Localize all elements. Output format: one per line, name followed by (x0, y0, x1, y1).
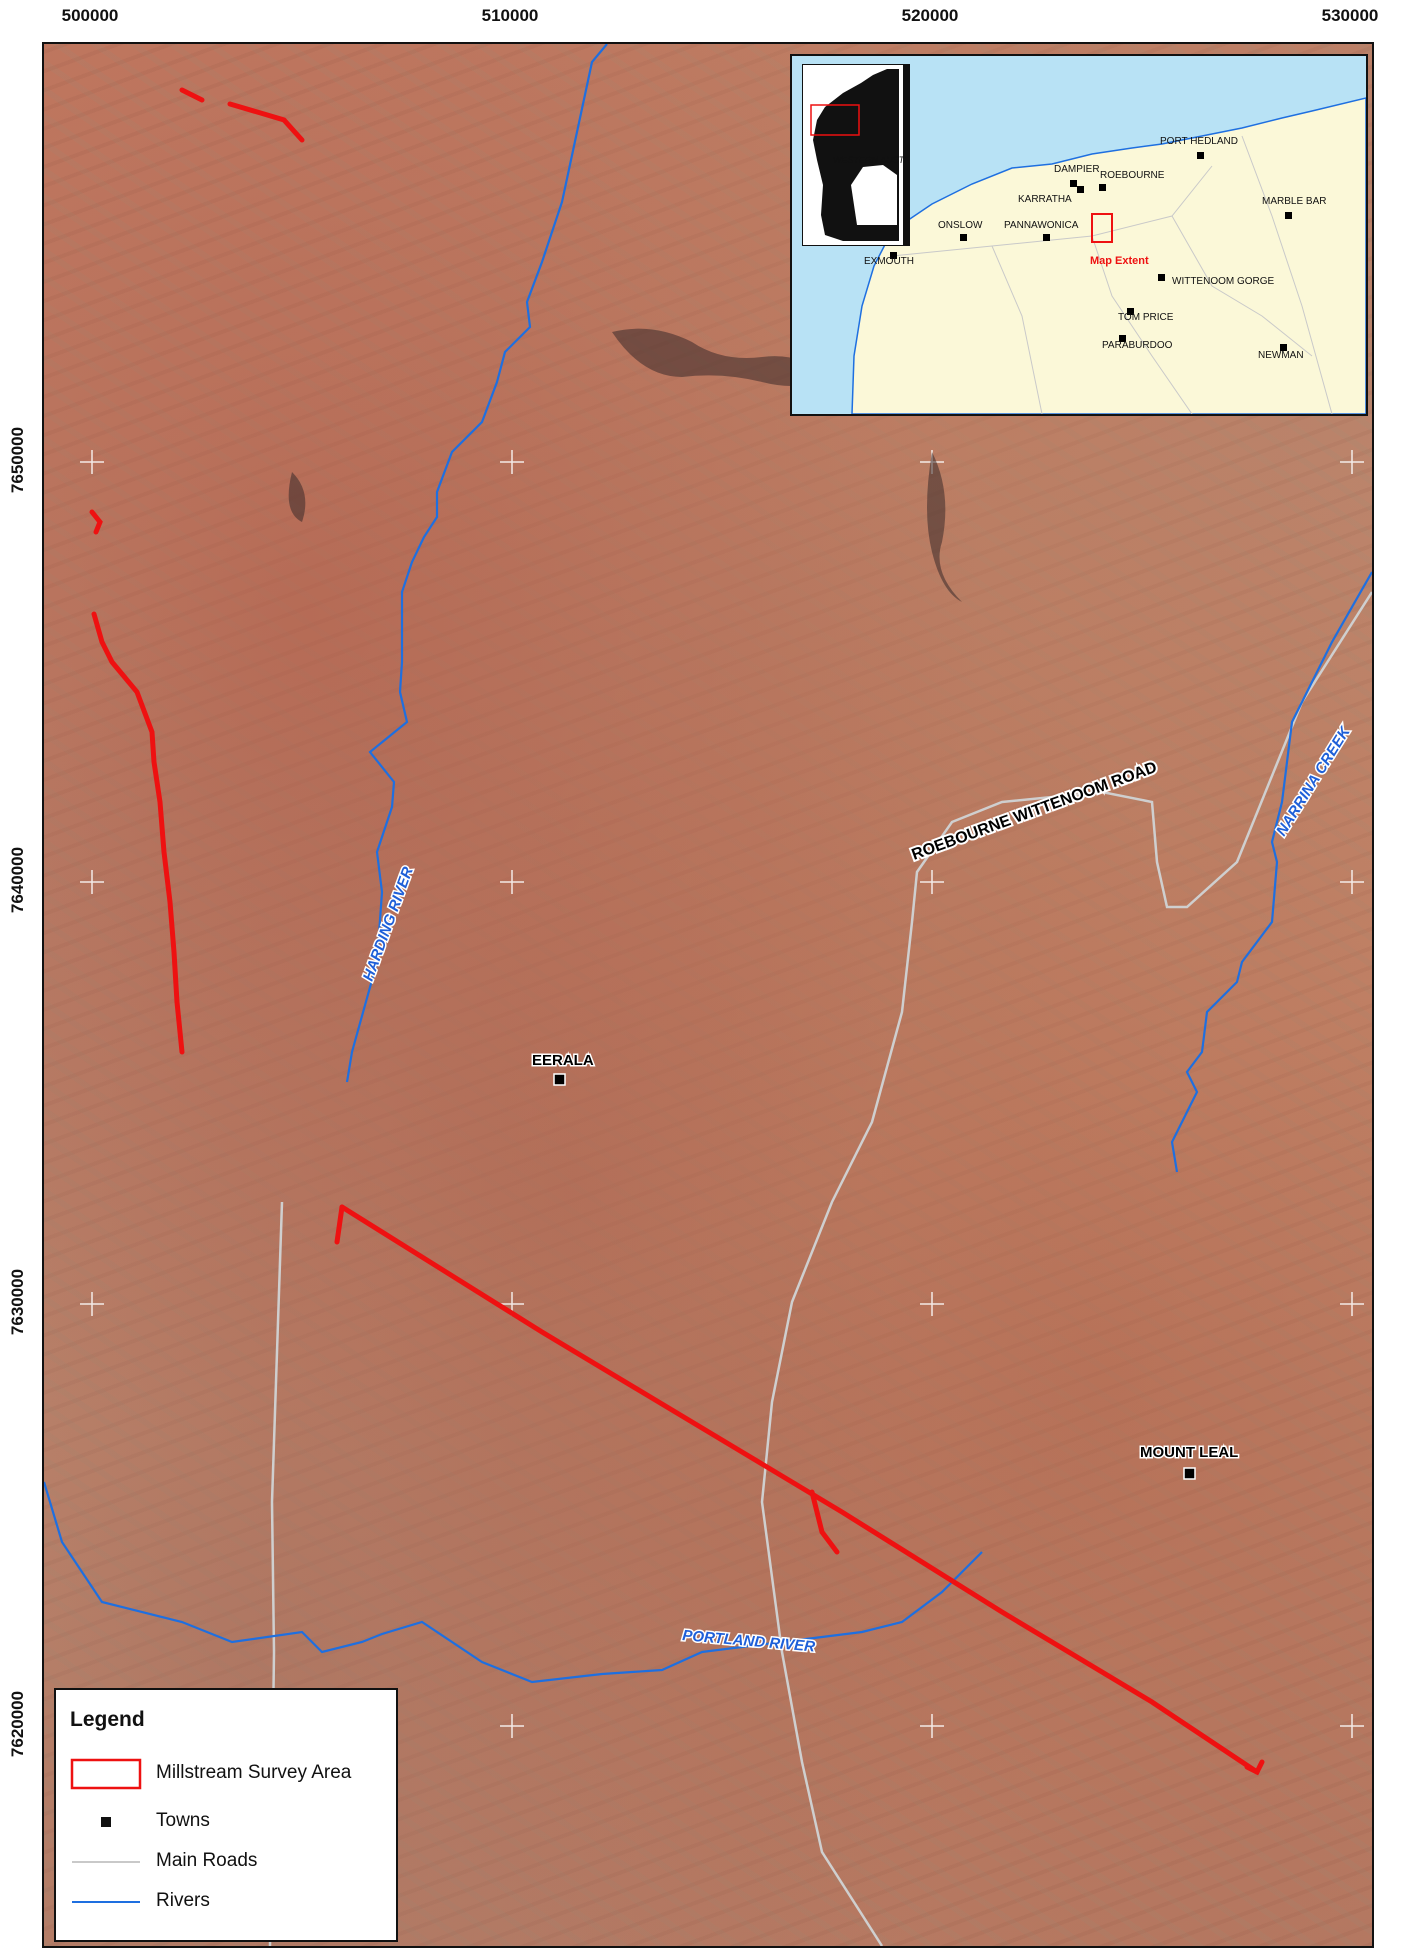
town-label-eerala: EERALA (532, 1052, 594, 1069)
road-label: ROEBOURNE WITTENOOM ROAD (910, 759, 1160, 864)
towns: EERALA MOUNT LEAL (531, 1051, 1240, 1480)
western-australia-locator: WESTERN AUSTRALIA (802, 64, 930, 246)
inset-town-label: MARBLE BAR (1262, 196, 1326, 207)
narrina-creek-line (1170, 571, 1372, 1173)
legend-label: Millstream Survey Area (156, 1762, 352, 1783)
survey-line-west (91, 611, 185, 1055)
harding-river-label: HARDING RIVER (360, 865, 417, 984)
x-tick-label: 520000 (901, 6, 959, 25)
inset-town-label: PANNAWONICA (1004, 220, 1079, 231)
legend-item-survey: Millstream Survey Area (56, 1758, 396, 1790)
inset-svg: Map Extent PORT HEDLAND DAMPIER ROEBOURN… (851, 97, 1366, 414)
x-tick-label: 530000 (1321, 6, 1379, 25)
legend-title: Legend (70, 1708, 145, 1731)
y-tick-label: 7620000 (8, 1690, 27, 1758)
legend-label: Main Roads (156, 1850, 258, 1871)
y-tick-label: 7650000 (8, 426, 27, 494)
inset-town-label: DAMPIER (1054, 164, 1100, 175)
inset-town-labels: PORT HEDLAND DAMPIER ROEBOURNE KARRATHA … (864, 136, 1326, 361)
x-tick-label: 510000 (481, 6, 539, 25)
survey-line-north (179, 87, 305, 143)
inset-town-markers (890, 152, 1292, 351)
legend-label: Rivers (156, 1890, 210, 1911)
inset-town-label: ONSLOW (938, 220, 983, 231)
legend-item-rivers: Rivers (56, 1886, 396, 1916)
legend: Legend Millstream Survey Area Towns Main… (54, 1688, 398, 1942)
town-label-mount-leal: MOUNT LEAL (1140, 1444, 1238, 1461)
inset-town-label: ROEBOURNE (1100, 170, 1165, 181)
inset-land (851, 97, 1366, 414)
rivers (44, 44, 1372, 1684)
wa-locator-svg: WESTERN AUSTRALIA (810, 65, 930, 245)
legend-label: Towns (156, 1810, 210, 1831)
inset-town-label: NEWMAN (1258, 350, 1304, 361)
main-roads (268, 591, 1372, 1946)
wa-extent-box (810, 104, 860, 136)
town-marker-eerala (553, 1073, 566, 1086)
wa-label: WESTERN AUSTRALIA (833, 155, 909, 165)
survey-area-swatch (70, 1758, 142, 1790)
inset-town-label: TOM PRICE (1118, 312, 1174, 323)
town-swatch (101, 1817, 111, 1827)
legend-item-roads: Main Roads (56, 1846, 396, 1876)
map-extent-label: Map Extent (1090, 255, 1149, 267)
inset-map: Map Extent PORT HEDLAND DAMPIER ROEBOURN… (790, 54, 1368, 416)
survey-line-main (339, 1204, 1260, 1775)
inset-town-label: WITTENOOM GORGE (1172, 276, 1275, 287)
town-marker-mount-leal (1183, 1467, 1196, 1480)
legend-item-towns: Towns (56, 1806, 396, 1836)
harding-river-line (345, 44, 608, 1083)
y-tick-label: 7640000 (8, 846, 27, 914)
dark-terrain (288, 328, 962, 602)
survey-lines (89, 87, 1265, 1776)
inset-town-label: KARRATHA (1018, 194, 1072, 205)
portland-river-line (44, 1481, 983, 1684)
inset-extent-box (1091, 213, 1113, 243)
inset-town-label: EXMOUTH (864, 256, 914, 267)
river-swatch (72, 1901, 140, 1903)
inset-town-label: PORT HEDLAND (1160, 136, 1238, 147)
inset-town-label: PARABURDOO (1102, 340, 1173, 351)
y-tick-label: 7630000 (8, 1268, 27, 1336)
x-tick-label: 500000 (61, 6, 119, 25)
road-swatch (72, 1861, 140, 1863)
